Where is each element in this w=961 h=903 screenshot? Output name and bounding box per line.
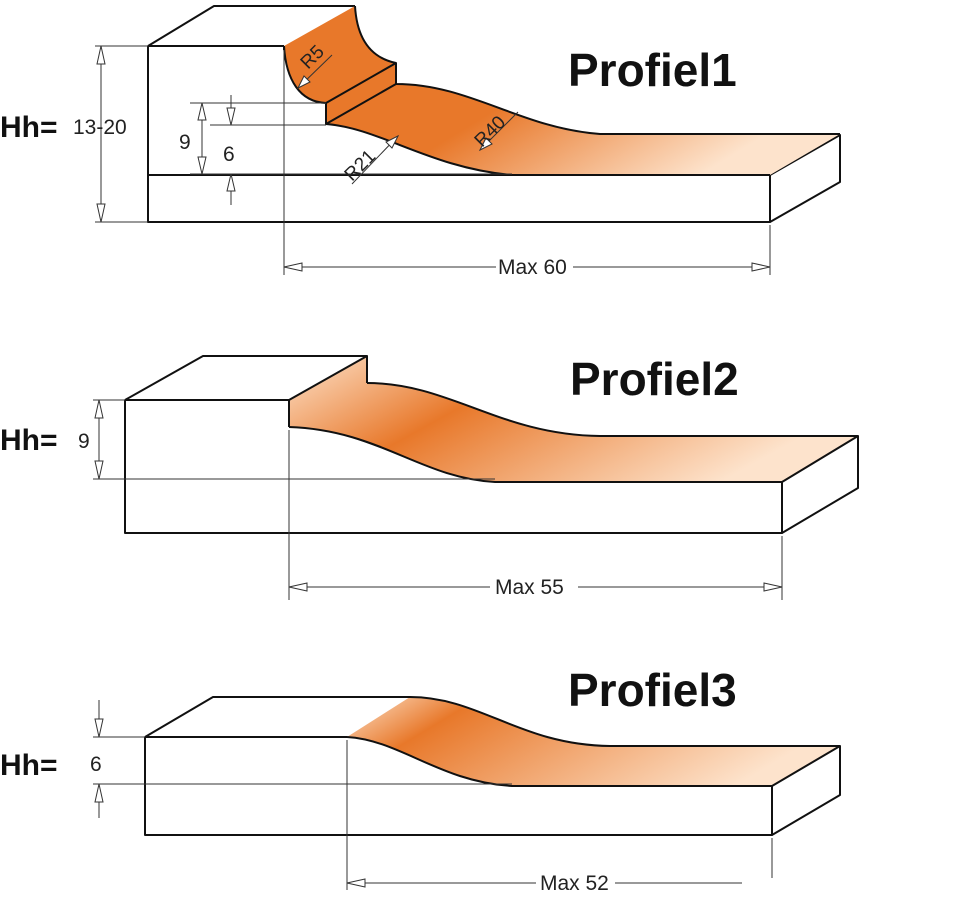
profile-3-hh-value: 6 — [90, 753, 102, 776]
profile-1-cut-outline — [283, 45, 770, 176]
profile-2-block — [124, 355, 859, 534]
profile-1-depth-9: 9 — [179, 131, 191, 154]
profile-1-depth-6: 6 — [223, 143, 235, 166]
profile-3: Profiel3 Hh= 6 Max 52 — [0, 664, 841, 895]
profile-1-title: Profiel1 — [568, 44, 737, 96]
profile-1-radius-r21: R21 — [341, 146, 380, 185]
profile-2: Profiel2 Hh= 9 Max 55 — [0, 353, 859, 600]
profile-1: Profiel1 Hh= 13-20 9 6 R5 R21 R40 Max 60 — [0, 5, 841, 279]
profile-2-title: Profiel2 — [570, 353, 739, 405]
profile-3-width-label: Max 52 — [540, 872, 609, 895]
profile-3-title: Profiel3 — [568, 664, 737, 716]
profile-2-cut-surface — [289, 356, 858, 482]
profile-1-hh-label: Hh= — [0, 111, 58, 144]
profile-3-hh-label: Hh= — [0, 749, 58, 782]
profile-2-hh-label: Hh= — [0, 424, 58, 457]
profile-3-cut-surface — [347, 697, 840, 786]
profile-2-hh-value: 9 — [78, 430, 90, 453]
profile-3-block — [144, 696, 841, 836]
profile-2-width-label: Max 55 — [495, 576, 564, 599]
profile-1-hh-value: 13-20 — [73, 116, 127, 139]
profile-1-cut-surface — [284, 6, 840, 175]
profile-1-width-label: Max 60 — [498, 256, 567, 279]
